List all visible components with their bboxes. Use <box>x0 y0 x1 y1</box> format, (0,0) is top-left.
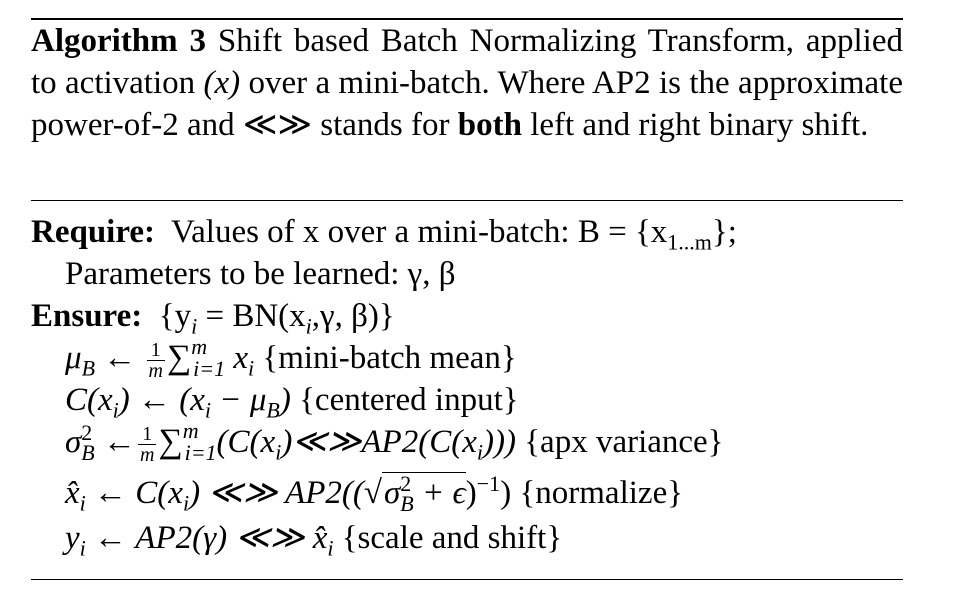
step-variance-lhs: σ <box>65 424 82 460</box>
require-params: Parameters to be learned: γ, β <box>65 256 456 292</box>
step-normalize-exp: −1 <box>476 471 501 496</box>
caption-activation-var: (x) <box>203 65 241 101</box>
step-normalize-sqrt-sup: 2 <box>400 471 412 496</box>
caption-text-3: stands for <box>312 107 458 143</box>
step-centered-sub: i <box>112 397 119 423</box>
require-line: Require: Values of x over a mini-batch: … <box>31 212 737 255</box>
step-variance-body-end: ))) <box>482 424 516 460</box>
step-scale-comment: {scale and shift} <box>341 520 563 556</box>
step-centered-comment: {centered input} <box>299 382 519 418</box>
step-mean-frac-num: 1 <box>146 340 165 361</box>
step-mean-comment: {mini-batch mean} <box>262 340 517 376</box>
step-mean-sum-sub: i=1 <box>193 356 226 381</box>
step-variance-lhs-sub: B <box>81 439 95 465</box>
step-scale-line: yi ← AP2(γ) ≪≫ x̂i {scale and shift} <box>31 518 563 561</box>
step-variance-body-sub: i <box>275 439 282 465</box>
step-scale-arrow: ← <box>85 520 136 556</box>
step-mean-lhs: μ <box>65 340 82 376</box>
step-mean-frac-den: m <box>148 359 163 382</box>
step-scale-lhs-sub: i <box>79 535 86 561</box>
step-normalize-expr-sub: i <box>182 490 190 516</box>
ensure-text: {y <box>158 298 192 334</box>
step-normalize-expr: C(x <box>135 475 183 511</box>
ensure-keyword: Ensure: <box>31 298 143 334</box>
require-sub: 1...m <box>667 229 712 255</box>
require-keyword: Require: <box>31 214 156 250</box>
step-mean-body-sub: i <box>248 355 255 381</box>
step-normalize-sqrt-tail: + ϵ <box>413 475 466 511</box>
ensure-tail-end: ,γ, β)} <box>311 298 395 334</box>
algorithm-caption: Algorithm 3 Shift based Batch Normalizin… <box>31 20 903 146</box>
step-normalize-close: ) <box>500 475 512 511</box>
step-variance-body: (C(x <box>216 424 276 460</box>
algorithm-top-rule <box>31 18 903 20</box>
caption-text-4: left and right binary shift. <box>521 107 869 143</box>
step-centered-line: C(xi) ← (xi − μB) {centered input} <box>31 380 519 423</box>
step-variance-frac-num: 1 <box>137 424 157 445</box>
algorithm-mid-rule <box>31 200 903 201</box>
step-variance-body-mid: )≪≫AP2(C(x <box>281 424 477 460</box>
step-variance-sum-symbol: ∑ <box>158 423 183 460</box>
ensure-tail-sub: i <box>305 313 312 339</box>
step-normalize-sqrt-sub: B <box>400 490 414 516</box>
caption-bold-word: both <box>457 107 522 143</box>
step-mean-arrow: ← <box>95 340 145 376</box>
step-mean-lhs-sub: B <box>81 355 96 381</box>
step-normalize-lhs-sub: i <box>79 490 86 516</box>
ensure-line: Ensure: {yi = BN(xi,γ, β)} <box>31 296 395 339</box>
step-scale-rhs-sub: i <box>327 535 334 561</box>
algorithm-label: Algorithm 3 <box>31 23 206 59</box>
step-variance-sum-sub: i=1 <box>184 440 217 465</box>
step-variance-lhs-sup: 2 <box>81 420 93 445</box>
require-text: Values of x over a mini-batch: B = {x <box>170 214 668 250</box>
require-tail: }; <box>711 214 737 250</box>
step-centered-expr: C(x <box>65 382 113 418</box>
step-variance-arrow: ← <box>94 424 136 460</box>
step-normalize-lhs: x̂ <box>65 475 80 511</box>
ensure-sub: i <box>191 313 198 339</box>
step-normalize-expr-end: ) <box>465 475 477 511</box>
step-normalize-line: x̂i ← C(xi) ≪≫ AP2((√σ2B + ϵ)−1) {normal… <box>31 471 684 516</box>
step-variance-body-sub2: i <box>476 439 483 465</box>
step-variance-frac-den: m <box>139 443 155 466</box>
step-normalize-arrow: ← <box>85 475 136 511</box>
step-mean-body: x <box>225 340 248 376</box>
algorithm-bottom-rule <box>31 579 903 580</box>
step-scale-lhs: y <box>65 520 80 556</box>
step-mean-sum-symbol: ∑ <box>166 339 192 376</box>
step-centered-end: ) <box>279 382 291 418</box>
caption-shift-symbol: ≪≫ <box>242 107 313 143</box>
ensure-tail: = BN(x <box>197 298 306 334</box>
step-centered-mid: ) ← (x <box>118 382 205 418</box>
step-scale-expr: AP2(γ) ≪≫ <box>135 520 313 556</box>
step-scale-rhs: x̂ <box>312 520 328 556</box>
step-centered-mid2: − μ <box>211 382 267 418</box>
step-normalize-expr-mid: ) ≪≫ AP2(( <box>189 475 364 511</box>
step-mean-sum-sup: m <box>191 334 208 359</box>
step-variance-comment: {apx variance} <box>524 424 724 460</box>
step-normalize-sqrt: σ2B + ϵ <box>381 471 466 516</box>
step-normalize-sqrt-body: σ <box>383 475 401 511</box>
step-variance-sum-sup: m <box>182 418 199 443</box>
sqrt-icon: √ <box>363 475 382 511</box>
caption-text-2: over a mini-batch. Where AP2 is the appr… <box>31 65 903 143</box>
step-centered-sub3: B <box>266 397 280 423</box>
require-params-line: Parameters to be learned: γ, β <box>31 254 456 294</box>
step-normalize-comment: {normalize} <box>519 475 684 511</box>
caption-text-1: Shift based Batch Normalizing Transform,… <box>31 23 903 101</box>
step-centered-sub2: i <box>204 397 212 423</box>
